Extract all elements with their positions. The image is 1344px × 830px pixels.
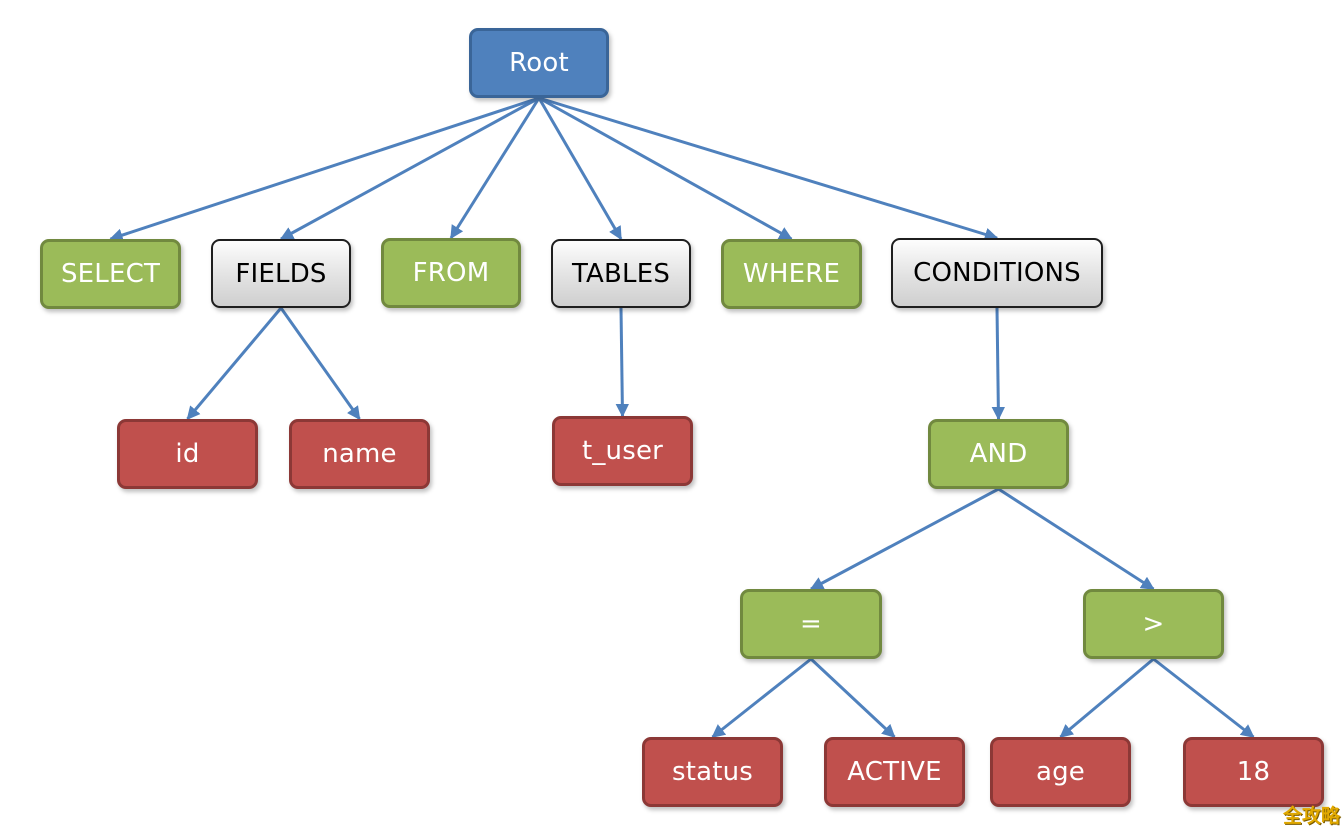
edge-root-to-conditions [538,96,999,241]
node-equals: = [740,589,882,659]
edge-eq-to-active [809,657,896,739]
node-name: name [289,419,430,489]
edge-root-to-from [449,97,541,240]
edge-root-to-where [538,96,793,241]
node-and: AND [928,419,1069,489]
node-t-user: t_user [552,416,693,486]
node-18: 18 [1183,737,1324,807]
node-where: WHERE [721,239,862,309]
edge-gt-to-age [1059,657,1155,739]
edge-conditions-to-and [991,307,1006,421]
node-fields: FIELDS [211,239,351,308]
node-age: age [990,737,1131,807]
node-root: Root [469,28,609,98]
edge-eq-to-status [711,657,812,739]
node-select: SELECT [40,239,181,309]
node-status: status [642,737,783,807]
edge-and-to-gt [997,487,1155,591]
node-tables: TABLES [551,239,691,308]
node-active: ACTIVE [824,737,965,807]
node-id: id [117,419,258,489]
node-greater-than: > [1083,589,1224,659]
edge-and-to-eq [809,487,1000,591]
edge-root-to-tables [537,97,623,241]
node-conditions: CONDITIONS [891,238,1103,308]
edge-gt-to-eighteen [1152,657,1255,739]
edge-tables-to-t_user [615,307,630,418]
watermark-logo: 全攻略 [1282,805,1340,827]
edge-root-to-fields [279,96,540,241]
edge-fields-to-id [186,307,283,421]
edge-fields-to-name [279,307,361,421]
node-from: FROM [381,238,521,308]
edge-root-to-select [109,96,540,242]
